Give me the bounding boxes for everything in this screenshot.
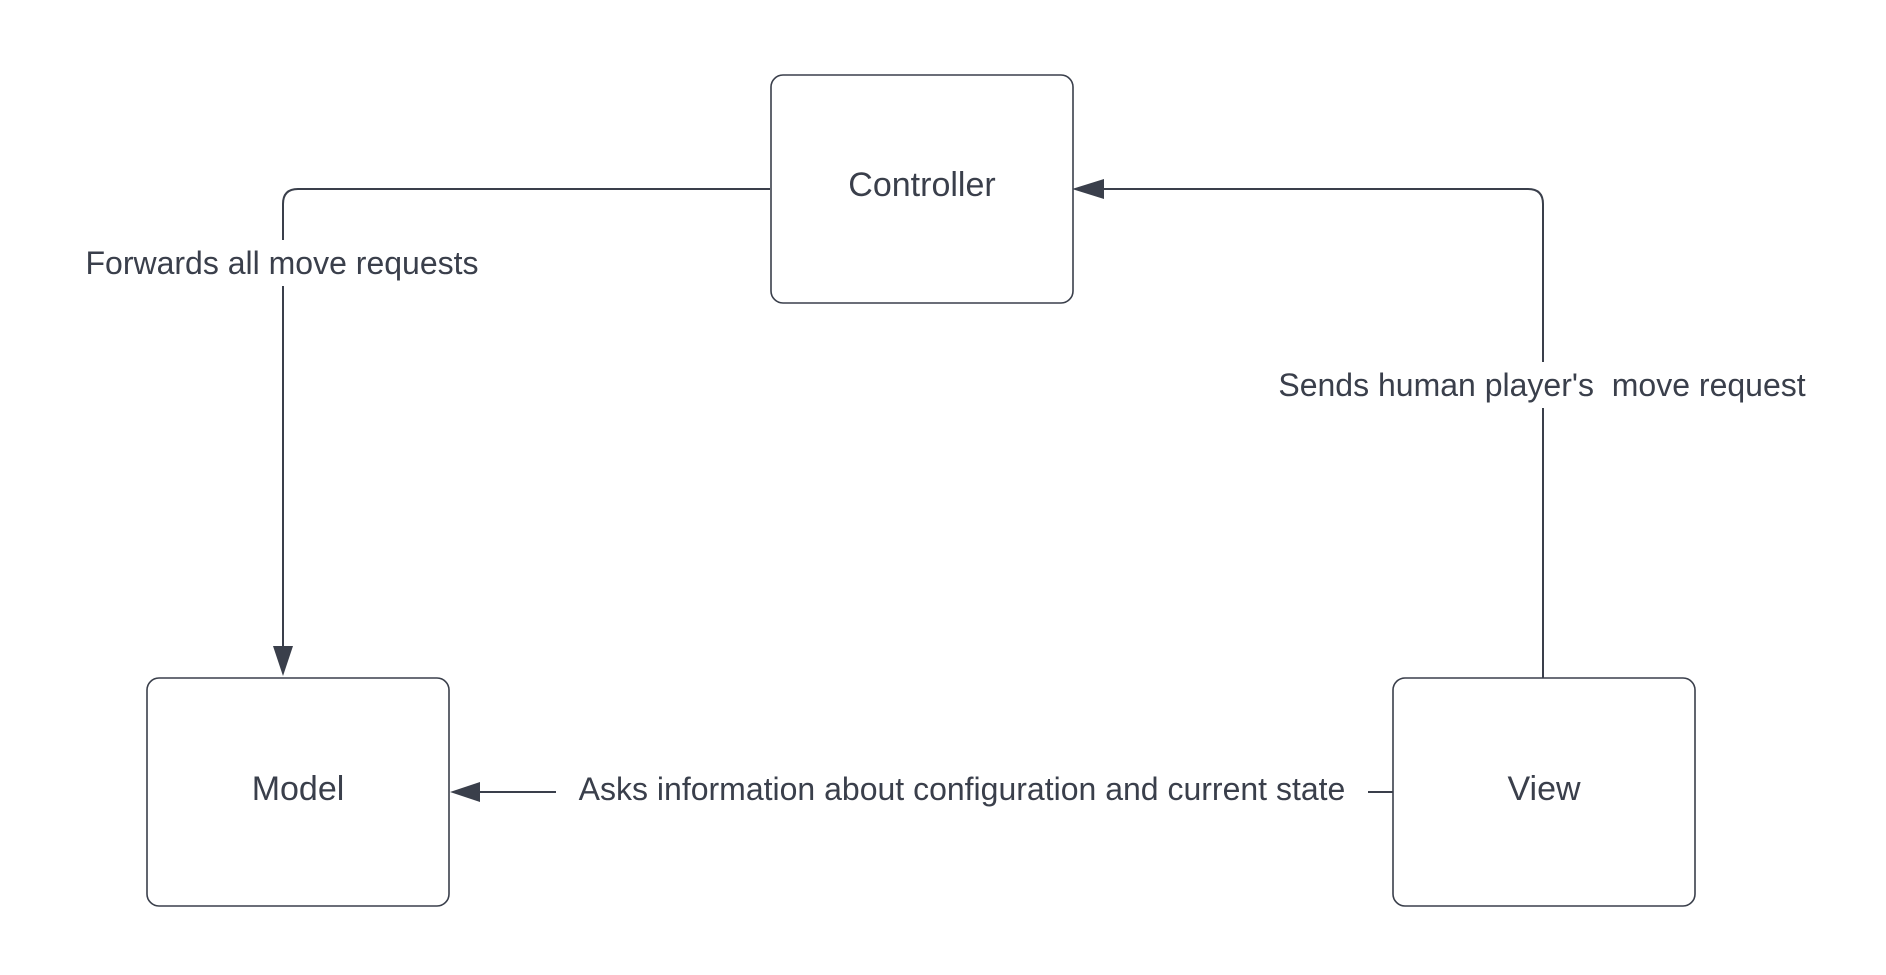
- arrowhead-down-icon: [273, 646, 293, 676]
- view-label: View: [1507, 770, 1581, 808]
- edge-controller-to-model-line: [282, 188, 770, 648]
- edge-view-to-controller: [1072, 179, 1544, 678]
- controller-label: Controller: [848, 166, 995, 204]
- arrowhead-left-icon: [450, 782, 480, 802]
- edge-label-forwards: Forwards all move requests: [85, 245, 478, 281]
- model-label: Model: [252, 770, 345, 808]
- node-controller: Controller: [770, 74, 1074, 304]
- controller-box: [770, 74, 1074, 304]
- node-model: Model: [146, 677, 450, 907]
- model-box: [146, 677, 450, 907]
- edge-controller-to-model: [273, 188, 770, 676]
- edge-label-asks: Asks information about configuration and…: [579, 771, 1346, 807]
- view-box: [1392, 677, 1696, 907]
- node-view: View: [1392, 677, 1696, 907]
- arrowhead-left-icon: [1072, 179, 1104, 199]
- edge-view-to-controller-line: [1100, 188, 1544, 678]
- edge-label-sends: Sends human player's move request: [1278, 367, 1805, 403]
